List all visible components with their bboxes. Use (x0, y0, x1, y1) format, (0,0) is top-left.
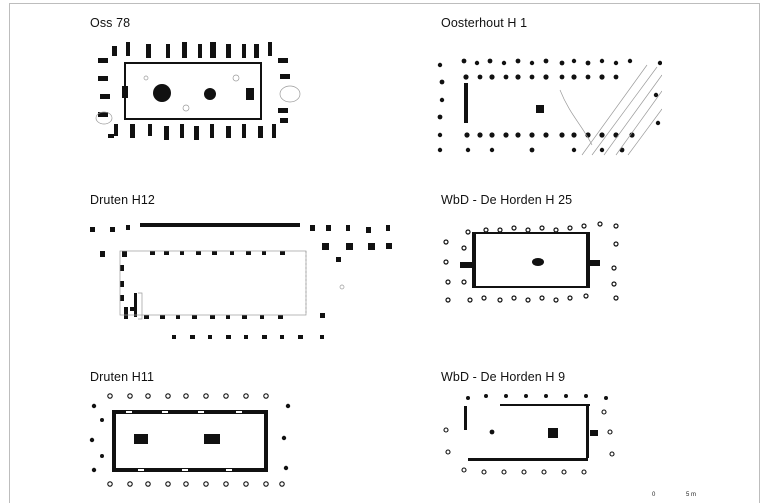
panel-title-wbd-horden-h25: WbD - De Horden H 25 (441, 193, 573, 207)
plan-oss78 (95, 42, 301, 140)
panel-title-druten-h12: Druten H12 (90, 193, 155, 207)
plan-wbd-horden-h25 (443, 221, 619, 303)
panel-title-oosterhout-h1: Oosterhout H 1 (441, 16, 528, 30)
panel-title-oss78: Oss 78 (90, 16, 131, 30)
panel-title-wbd-horden-h9: WbD - De Horden H 9 (441, 370, 566, 384)
figure-frame (9, 3, 760, 503)
plan-druten-h12 (90, 223, 392, 339)
panel-title-druten-h11: Druten H11 (90, 370, 154, 384)
plan-wbd-horden-h9 (443, 394, 615, 475)
scale-bar-start-label: 0 (652, 492, 656, 498)
plan-druten-h11 (89, 393, 291, 487)
scale-bar-end-label: 5 m (686, 492, 697, 498)
plan-oosterhout-h1 (437, 58, 662, 156)
